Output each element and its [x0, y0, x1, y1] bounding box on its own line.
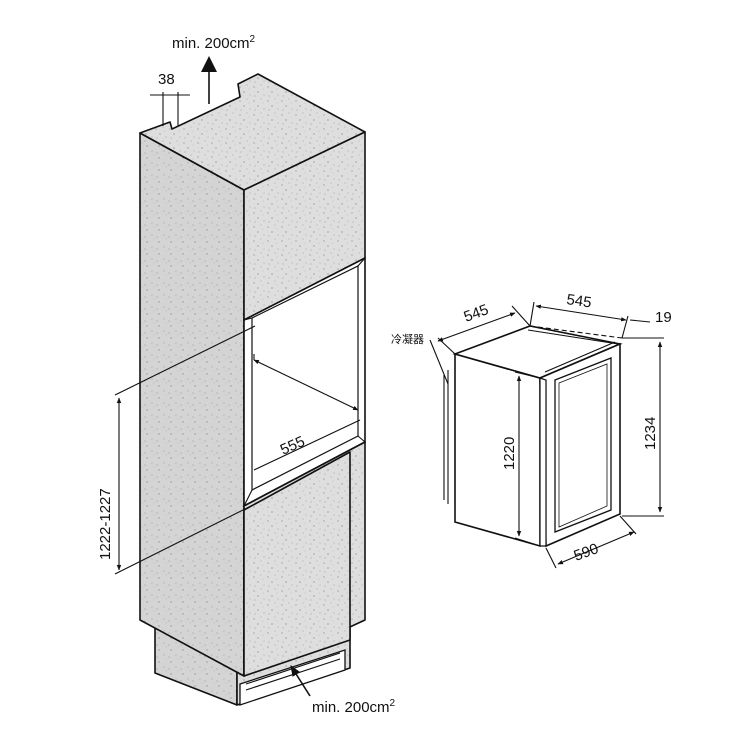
cooler-door-glass-inner [558, 363, 608, 528]
condenser-callout: 冷凝器 [391, 332, 449, 504]
bottom-vent-label: min. 200cm2 [312, 698, 396, 716]
bottom-vent-indicator: min. 200cm2 [290, 665, 396, 716]
cooler-door-edge [539, 377, 547, 547]
top-vent-arrow [201, 56, 217, 72]
width-545-label: 545 [565, 291, 592, 311]
cooler-side-panel [454, 352, 541, 548]
door-19-label: 19 [655, 309, 672, 326]
bottom-vent-recess [239, 649, 346, 706]
tall-cabinet [139, 73, 366, 706]
depth-590-label: 590 [572, 540, 601, 565]
gap-38-label: 38 [158, 71, 175, 88]
top-vent-label: min. 200cm2 [172, 34, 256, 52]
height-1234-label: 1234 [642, 417, 659, 450]
niche-height-label: 1222-1227 [97, 488, 114, 560]
height-1234-dimension: 1234 [622, 337, 664, 517]
depth-545-label: 545 [462, 301, 491, 326]
cabinet-left-side [139, 132, 245, 677]
niche-height-dimension: 1222-1227 [97, 325, 256, 575]
wine-cooler [452, 325, 623, 548]
cabinet-lower-door-front [243, 451, 351, 677]
condenser-label: 冷凝器 [391, 332, 424, 346]
cooler-door-glass [554, 357, 612, 533]
door-19-dimension: 19 [629, 309, 672, 326]
height-1220-label: 1220 [501, 437, 518, 470]
height-1220-dimension: 1220 [501, 371, 541, 547]
gap-38-dimension: 38 [150, 71, 190, 126]
width-545-dimension: 545 [529, 291, 629, 339]
top-vent-indicator: min. 200cm2 [172, 34, 256, 104]
